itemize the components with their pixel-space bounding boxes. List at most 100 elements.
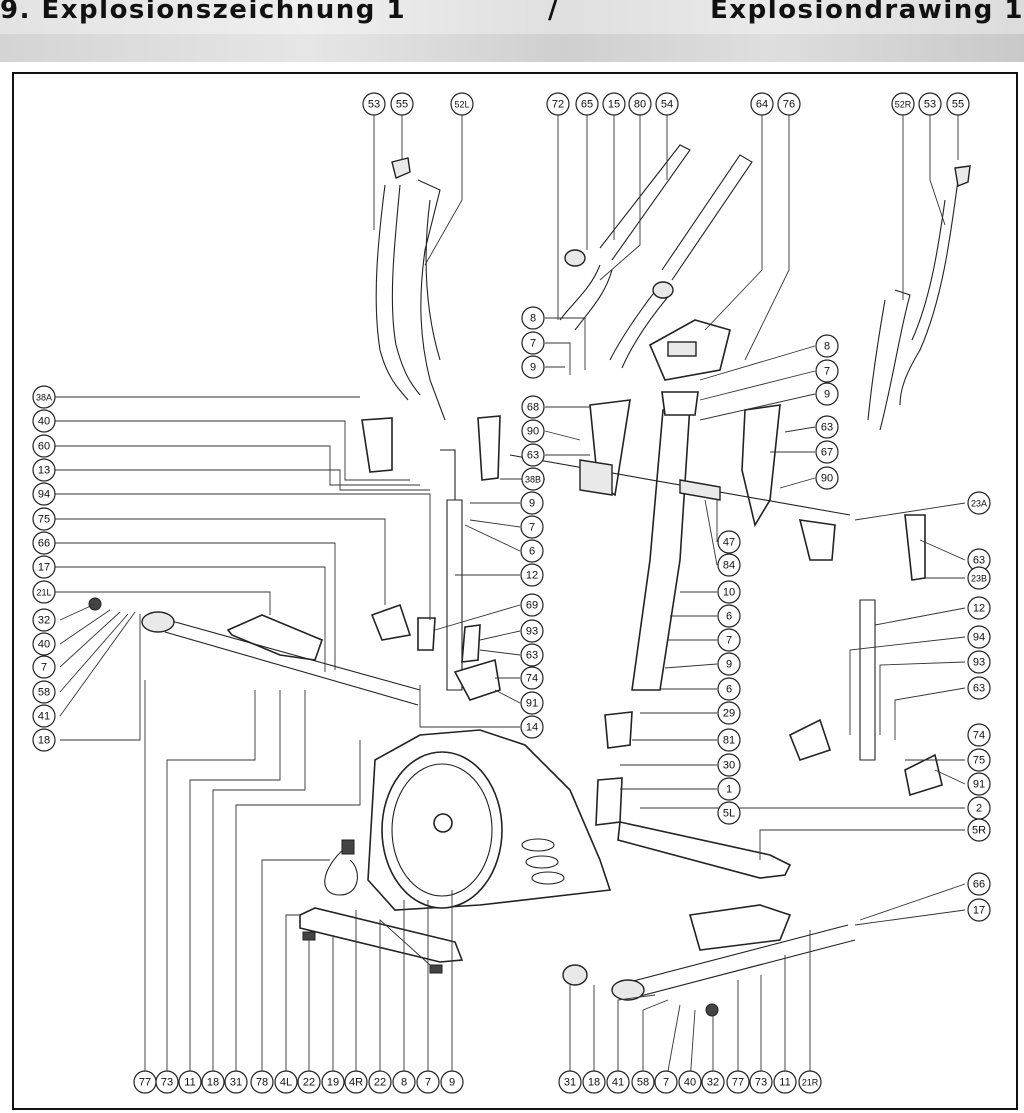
callout-circle (717, 580, 741, 604)
handle-arm-1 (559, 264, 613, 331)
callout-circle (416, 1070, 440, 1094)
part-callout: 13 (32, 458, 56, 482)
callout-label: 74 (973, 730, 985, 742)
callout-label: 64 (756, 99, 768, 111)
part-callout: 31 (558, 1070, 582, 1094)
callout-circle (606, 1070, 630, 1094)
part-callout: 63 (520, 643, 544, 667)
callout-circle (440, 1070, 464, 1094)
callout-circle (726, 1070, 750, 1094)
callout-circle (32, 728, 56, 752)
title-german: 9. Explosionszeichnung 1 (0, 0, 407, 25)
callout-circle (450, 92, 474, 116)
callout-label: 1 (726, 784, 732, 796)
callout-label: 63 (973, 683, 985, 695)
callout-circle (967, 676, 991, 700)
part-callout: 40 (678, 1070, 702, 1094)
callout-circle (32, 531, 56, 555)
callout-label: 55 (952, 99, 964, 111)
part-callout: 77 (133, 1070, 157, 1094)
part-callout: 32 (32, 608, 56, 632)
callout-label: 10 (723, 587, 735, 599)
lower-arm-left (446, 499, 463, 691)
part-callout: 63 (521, 443, 545, 467)
part-callout: 54 (655, 92, 679, 116)
part-callout: 58 (631, 1070, 655, 1094)
part-callout: 81 (717, 728, 741, 752)
callout-circle (717, 728, 741, 752)
callout-circle (32, 608, 56, 632)
callout-label: 94 (38, 489, 50, 501)
callout-label: 9 (530, 362, 536, 374)
part-callout: 90 (521, 419, 545, 443)
callout-label: 67 (821, 447, 833, 459)
part-callout: 8 (521, 306, 545, 330)
part-callout: 52L (450, 92, 474, 116)
callout-circle (717, 652, 741, 676)
part-callout: 1 (717, 777, 741, 801)
callout-circle (777, 92, 801, 116)
part-callout: 8 (815, 334, 839, 358)
callout-circle (201, 1070, 225, 1094)
part-sketches (55, 113, 971, 1083)
bracket-81 (604, 711, 633, 749)
callout-circle (678, 1070, 702, 1094)
callout-circle (631, 1070, 655, 1094)
callout-label: 6 (529, 546, 535, 558)
cap-32-right (705, 1003, 719, 1017)
callout-label: 7 (41, 662, 47, 674)
callout-label: 32 (38, 615, 50, 627)
callout-circle (717, 553, 741, 577)
handlebar-left-tube (417, 179, 446, 421)
callout-label: 8 (401, 1077, 407, 1089)
part-callout: 2 (967, 796, 991, 820)
callout-circle (815, 415, 839, 439)
roller-left (141, 611, 175, 633)
callout-label: 21L (36, 588, 51, 598)
callout-label: 69 (526, 600, 538, 612)
callout-circle (749, 1070, 773, 1094)
part-callout: 15 (602, 92, 626, 116)
part-callout: 63 (815, 415, 839, 439)
callout-circle (32, 580, 56, 604)
callout-circle (946, 92, 970, 116)
callout-circle (815, 466, 839, 490)
callout-label: 90 (821, 473, 833, 485)
pedal-arm-left (149, 614, 421, 706)
part-callout: 80 (628, 92, 652, 116)
callout-circle (967, 723, 991, 747)
callout-label: 4R (349, 1077, 363, 1089)
callout-label: 93 (526, 626, 538, 638)
bracket-plate (661, 391, 699, 416)
callout-circle (521, 443, 545, 467)
part-callout: 10 (717, 580, 741, 604)
title-separator: / (548, 0, 559, 25)
vent-2 (525, 855, 559, 869)
callout-circle (520, 691, 544, 715)
callout-label: 63 (526, 650, 538, 662)
pedal-left (226, 614, 324, 661)
part-callout: 53 (918, 92, 942, 116)
bracket-91-left (453, 658, 501, 701)
upper-handle-2 (661, 154, 753, 281)
callout-circle (967, 491, 991, 515)
callout-label: 81 (723, 735, 735, 747)
pivot-23b (904, 514, 926, 581)
callout-circle (967, 772, 991, 796)
part-callout: 75 (32, 507, 56, 531)
callout-label: 18 (207, 1077, 219, 1089)
callout-label: 15 (608, 99, 620, 111)
part-callout: 18 (582, 1070, 606, 1094)
callout-label: 17 (38, 562, 50, 574)
callout-label: 31 (230, 1077, 242, 1089)
callout-circle (32, 680, 56, 704)
callout-label: 55 (396, 99, 408, 111)
callout-circle (32, 409, 56, 433)
vent-3 (531, 871, 565, 885)
callout-circle (967, 650, 991, 674)
part-callout: 74 (520, 666, 544, 690)
callout-label: 63 (973, 555, 985, 567)
part-callout: 21R (798, 1070, 822, 1094)
callout-label: 54 (661, 99, 673, 111)
callout-circle (967, 625, 991, 649)
